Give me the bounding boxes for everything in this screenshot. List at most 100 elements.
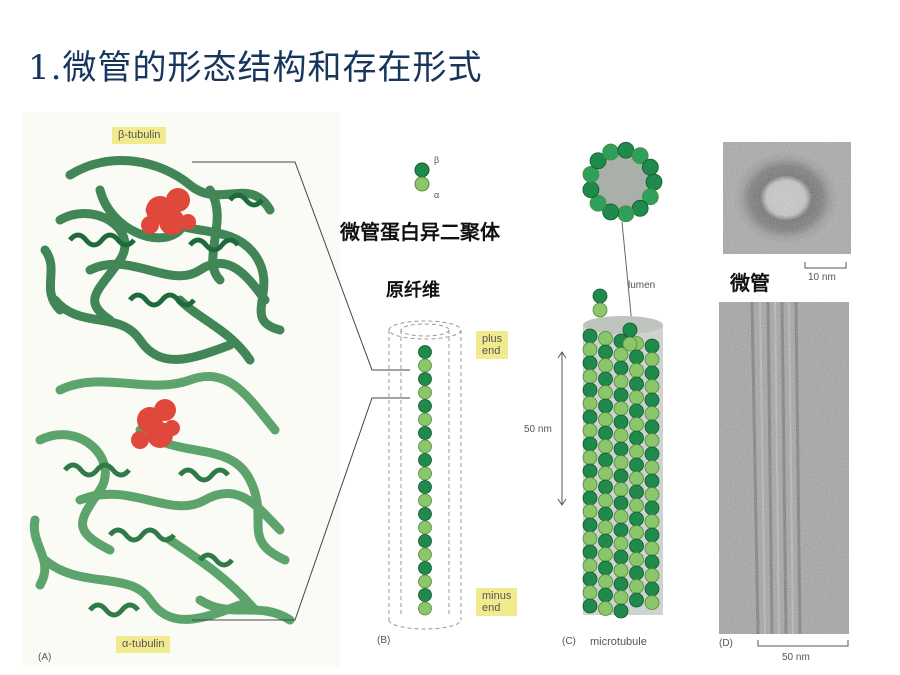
protofilament-bead — [418, 426, 432, 440]
microtubule-wall-bead — [613, 414, 629, 430]
microtubule-growing-bead — [622, 322, 638, 338]
microtubule-wall-bead — [582, 450, 598, 465]
em-scale-bar-top — [804, 262, 847, 269]
microtubule-wall-bead — [644, 595, 660, 610]
protofilament-bead — [418, 372, 432, 386]
microtubule-wall-bead — [582, 463, 598, 479]
microtubule-growing-bead — [592, 288, 608, 304]
microtubule-wall-bead — [613, 590, 629, 605]
microtubule-wall-bead — [598, 560, 613, 576]
microtubule-wall-bead — [613, 428, 629, 443]
microtubule-wall-bead — [629, 376, 644, 392]
microtubule-wall-bead — [613, 468, 629, 484]
microtubule-wall-bead — [629, 349, 644, 365]
protofilament-bead — [418, 493, 432, 508]
microtubule-wall-bead — [644, 365, 660, 381]
microtubule-wall-bead — [598, 479, 613, 495]
microtubule-wall-bead — [582, 585, 598, 600]
ring-subunit-bead — [617, 205, 635, 223]
microtubule-wall-bead — [613, 603, 629, 619]
protofilament-bead — [418, 588, 432, 602]
microtubule-wall-bead — [598, 547, 613, 562]
minus-end-label: minus end — [476, 588, 518, 616]
ring-subunit-bead — [641, 158, 659, 176]
microtubule-wall-bead — [629, 498, 644, 513]
microtubule-label: 微管 — [730, 271, 770, 295]
microtubule-wall-bead — [644, 527, 660, 543]
slide-title: 1.微管的形态结构和存在形式 — [28, 48, 483, 88]
microtubule-wall-bead — [613, 374, 629, 389]
panel-d-letter: (D) — [719, 638, 733, 649]
microtubule-wall-bead — [629, 565, 644, 581]
microtubule-wall-bead — [598, 574, 613, 589]
microtubule-wall-bead — [598, 452, 613, 468]
microtubule-wall-bead — [613, 360, 629, 376]
dimer-label: 微管蛋白异二聚体 — [340, 220, 500, 244]
em-longitudinal-image — [719, 301, 849, 635]
microtubule-wall-bead — [613, 549, 629, 565]
lumen-label: lumen — [628, 280, 656, 291]
microtubule-wall-bead — [582, 598, 598, 614]
gtp-ligand-alpha — [131, 399, 180, 449]
microtubule-wall-bead — [644, 352, 660, 367]
protofilament-bead — [418, 358, 432, 373]
microtubule-wall-bead — [598, 601, 613, 616]
ring-subunit-bead — [617, 141, 635, 159]
microtubule-caption: microtubule — [590, 636, 647, 648]
protofilament-bead — [418, 439, 432, 454]
microtubule-wall-bead — [629, 403, 644, 419]
alpha-symbol: α — [434, 190, 440, 200]
ring-subunit-bead — [602, 203, 620, 221]
microtubule-wall-bead — [598, 412, 613, 427]
microtubule-wall-bead — [598, 439, 613, 454]
microtubule-wall-bead — [644, 473, 660, 489]
protofilament-bead — [418, 466, 432, 481]
microtubule-wall-bead — [582, 490, 598, 506]
microtubule-wall-bead — [598, 506, 613, 522]
microtubule-wall-bead — [613, 455, 629, 470]
microtubule-wall-bead — [582, 544, 598, 560]
protofilament-bead — [418, 574, 432, 589]
lumen-disc — [594, 154, 650, 210]
protofilament-beads — [418, 345, 432, 616]
alpha-tubulin-helices — [63, 462, 234, 618]
microtubule-wall-bead — [644, 392, 660, 408]
panel-b-letter: (B) — [377, 635, 391, 646]
microtubule-wall-bead — [629, 471, 644, 486]
panel-a-letter: (A) — [38, 652, 52, 663]
microtubule-wall-bead — [629, 363, 644, 378]
microtubule-wall-bead — [598, 466, 613, 481]
microtubule-wall-bead — [644, 406, 660, 421]
microtubule-wall-bead — [613, 401, 629, 416]
microtubule-wall-bead — [598, 371, 613, 387]
microtubule-wall-bead — [598, 344, 613, 360]
plus-end-label: plus end — [476, 331, 509, 359]
microtubule-wall-bead — [629, 579, 644, 594]
ring-subunit-bead — [631, 147, 649, 165]
microtubule-wall-bead — [613, 576, 629, 592]
microtubule-growing-bead — [622, 336, 638, 352]
microtubule-wall-bead — [629, 430, 644, 446]
microtubule-wall-bead — [598, 358, 613, 373]
microtubule-wall-bead — [582, 369, 598, 384]
em-scale-bottom-label: 50 nm — [782, 652, 810, 663]
microtubule-wall-bead — [644, 433, 660, 448]
microtubule-wall-bead — [644, 419, 660, 435]
microtubule-wall-bead — [582, 558, 598, 573]
microtubule-wall-bead — [644, 487, 660, 502]
microtubule-wall-bead — [613, 522, 629, 538]
microtubule-wall-bead — [598, 493, 613, 508]
microtubule-wall-bead — [582, 531, 598, 546]
ring-subunit-bead — [645, 173, 663, 191]
microtubule-cross-section — [582, 141, 663, 223]
ring-subunit-bead — [641, 188, 659, 206]
alpha-tubulin-label: α-tubulin — [116, 636, 171, 653]
em-scale-bar-bottom — [757, 640, 849, 647]
microtubule-wall-bead — [582, 342, 598, 357]
protofilament-bead — [418, 520, 432, 535]
microtubule-wall-bead — [644, 460, 660, 475]
microtubule-wall-bead — [629, 417, 644, 432]
microtubule-wall-bead — [644, 514, 660, 529]
microtubule-wall-bead — [582, 396, 598, 411]
